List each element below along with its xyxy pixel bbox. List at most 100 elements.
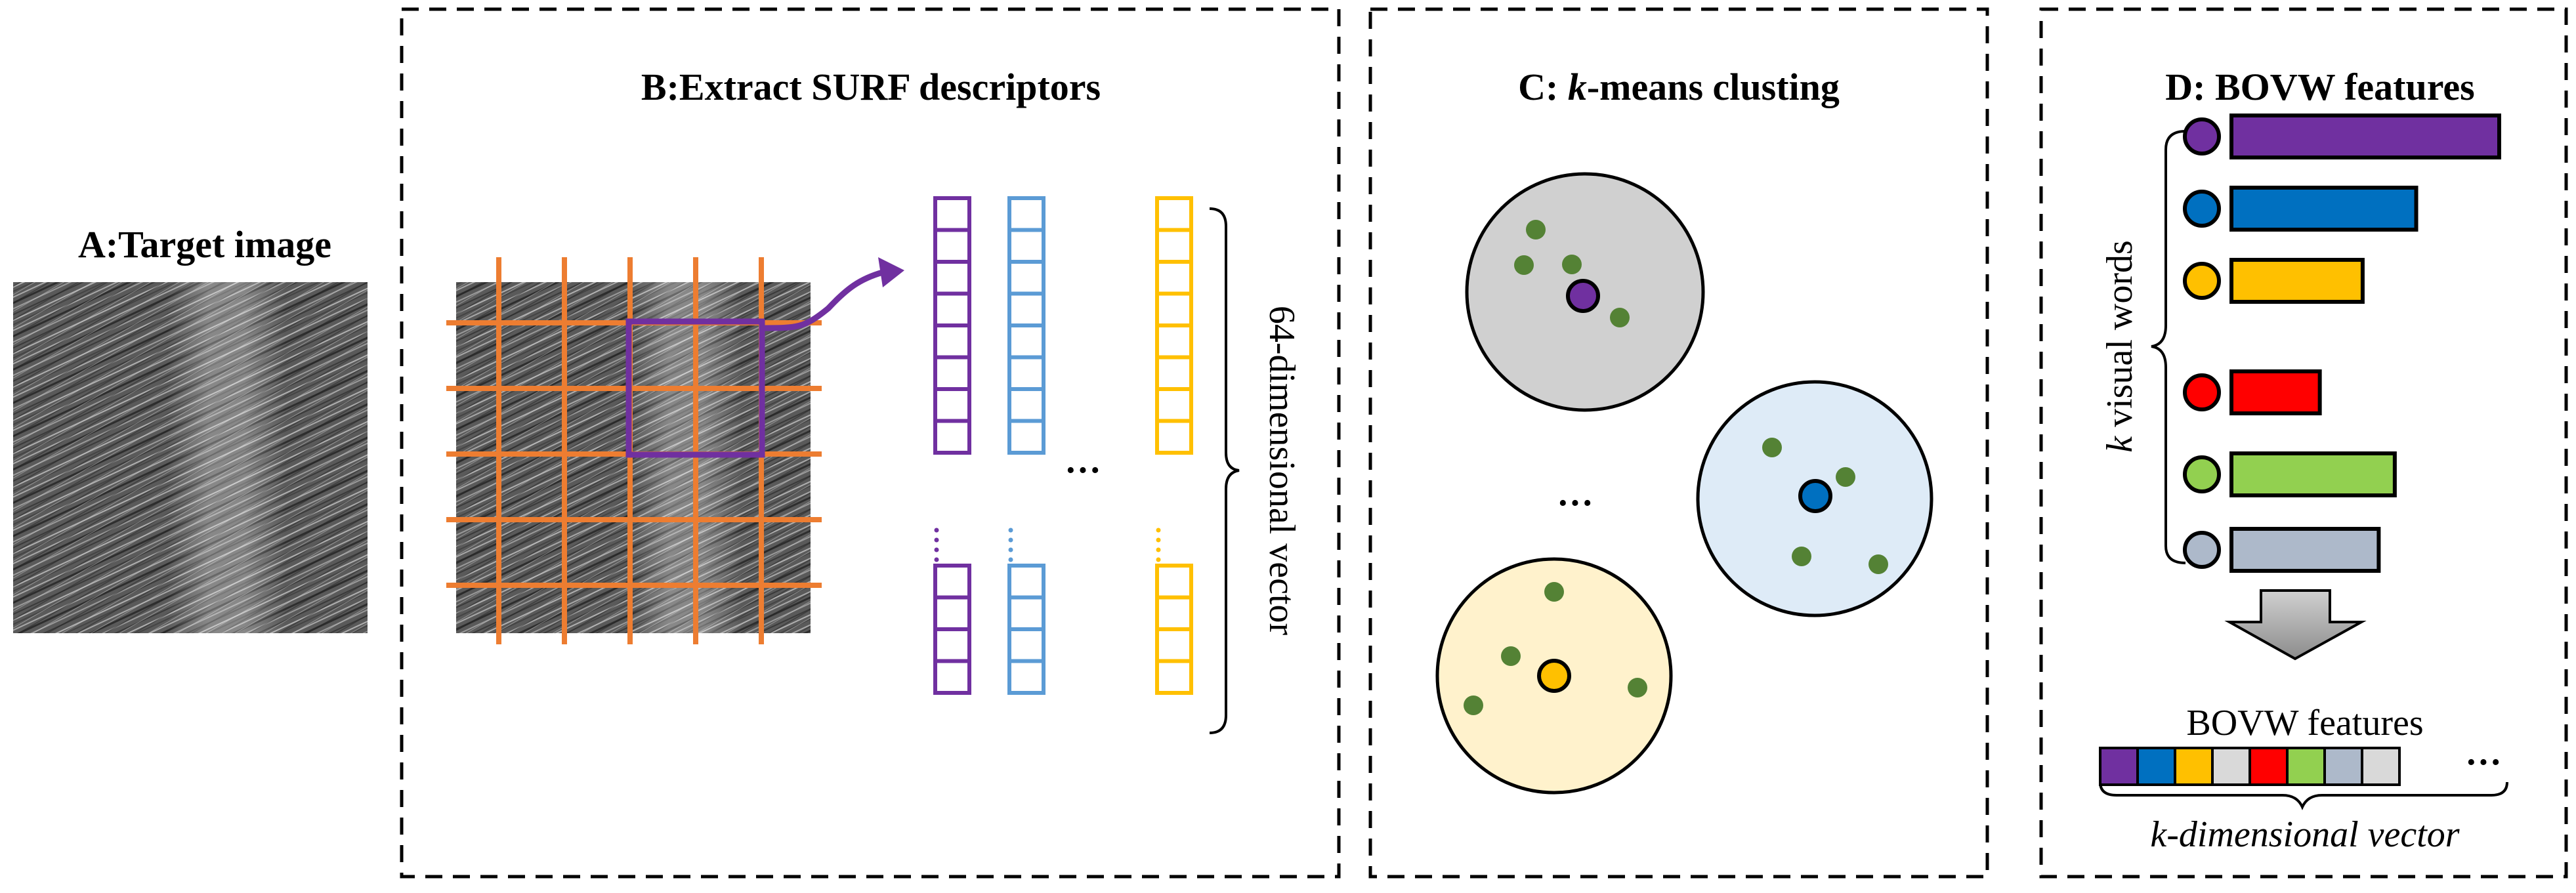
visual-word-bar bbox=[2229, 451, 2397, 497]
descriptor-cell bbox=[1155, 228, 1193, 264]
descriptor-cell bbox=[1007, 291, 1045, 327]
panel-c-frame bbox=[1368, 7, 1989, 879]
panel-d-frame bbox=[2039, 7, 2568, 879]
descriptor-cell bbox=[1155, 627, 1193, 663]
down-arrow bbox=[2224, 589, 2367, 661]
selected-patch bbox=[625, 318, 765, 458]
visual-words-brace bbox=[2151, 130, 2186, 564]
descriptor-cell bbox=[1155, 419, 1193, 455]
visual-word-purple bbox=[2183, 114, 2501, 159]
visual-word-marker bbox=[2183, 531, 2221, 569]
visual-word-blue bbox=[2183, 186, 2418, 232]
descriptor-cell bbox=[933, 564, 971, 600]
feature-cell-red bbox=[2249, 747, 2289, 786]
descriptor-dot bbox=[1156, 547, 1161, 552]
descriptor-dot bbox=[934, 528, 939, 533]
feature-vector bbox=[2099, 747, 2401, 786]
cluster-yellow bbox=[1435, 557, 1673, 795]
descriptor-columns bbox=[933, 196, 1193, 695]
feature-cell-light_grey bbox=[2361, 747, 2401, 786]
descriptor-column-light_blue bbox=[1007, 196, 1045, 695]
descriptor-column-purple bbox=[933, 196, 971, 695]
descriptor-dot bbox=[1008, 547, 1013, 552]
descriptor-dot bbox=[934, 557, 939, 562]
cluster-blue bbox=[1696, 380, 1933, 617]
descriptor-cell bbox=[1155, 659, 1193, 695]
descriptor-cell bbox=[1007, 564, 1045, 600]
descriptor-cell bbox=[1155, 260, 1193, 296]
descriptor-cell bbox=[933, 419, 971, 455]
panel-b-title: B:Extract SURF descriptors bbox=[641, 66, 1101, 108]
feature-cell-green bbox=[2286, 747, 2326, 786]
descriptor-dot bbox=[1008, 557, 1013, 562]
descriptor-dot bbox=[1156, 537, 1161, 543]
descriptor-cell bbox=[1007, 260, 1045, 296]
visual-word-red bbox=[2183, 369, 2322, 415]
feature-cell-blue bbox=[2136, 747, 2176, 786]
descriptor-dot bbox=[934, 537, 939, 543]
descriptor-cell bbox=[1007, 323, 1045, 360]
feature-cell-grey_blue bbox=[2323, 747, 2363, 786]
visual-word-marker bbox=[2183, 373, 2221, 411]
descriptor-cell bbox=[1155, 291, 1193, 327]
visual-word-marker bbox=[2183, 455, 2221, 493]
visual-word-marker bbox=[2183, 117, 2221, 156]
visual-word-bar bbox=[2229, 527, 2381, 573]
panel-c: C: k-means clusting ··· bbox=[1368, 7, 1989, 879]
vector-dimension-label: 64-dimensional vector bbox=[1261, 306, 1302, 636]
feature-cell-purple bbox=[2099, 747, 2139, 786]
panel-a: A:Target image bbox=[13, 223, 368, 633]
descriptor-cell bbox=[933, 387, 971, 423]
descriptor-cell bbox=[1007, 355, 1045, 391]
descriptor-dot bbox=[1156, 528, 1161, 533]
panel-d-title: D: BOVW features bbox=[2165, 66, 2474, 108]
descriptor-cell bbox=[1155, 196, 1193, 232]
descriptor-cell bbox=[1007, 627, 1045, 663]
visual-word-bar bbox=[2229, 186, 2418, 232]
panel-b: B:Extract SURF descriptors ··· 64-dimens… bbox=[400, 7, 1341, 879]
feature-vector-dimension-label: k-dimensional vector bbox=[2150, 814, 2459, 855]
descriptor-dot bbox=[1156, 557, 1161, 562]
descriptor-cell bbox=[1155, 564, 1193, 600]
visual-word-bar bbox=[2229, 114, 2501, 159]
descriptor-dot bbox=[1008, 537, 1013, 543]
vector-brace bbox=[1209, 207, 1240, 734]
visual-word-yellow bbox=[2183, 258, 2365, 304]
panel-a-title: A:Target image bbox=[78, 223, 331, 266]
feature-vector-brace bbox=[2099, 781, 2508, 810]
visual-word-grey_blue bbox=[2183, 527, 2381, 573]
panel-c-title: C: k-means clusting bbox=[1518, 66, 1840, 108]
descriptor-cell bbox=[1155, 595, 1193, 631]
descriptor-cell bbox=[933, 595, 971, 631]
panel-d: D: BOVW features k visual words BOVW fea… bbox=[2039, 7, 2568, 879]
descriptor-cell bbox=[933, 260, 971, 296]
descriptor-cell bbox=[1007, 196, 1045, 232]
feature-vector-ellipsis: ··· bbox=[2465, 742, 2502, 783]
descriptor-cell bbox=[1007, 419, 1045, 455]
panel-b-frame bbox=[400, 7, 1341, 879]
descriptor-cell bbox=[1007, 387, 1045, 423]
descriptor-cell bbox=[933, 659, 971, 695]
visual-word-marker bbox=[2183, 190, 2221, 228]
descriptor-dot bbox=[1008, 528, 1013, 533]
descriptor-cell bbox=[933, 291, 971, 327]
descriptor-cell bbox=[1007, 659, 1045, 695]
descriptor-cell bbox=[1007, 228, 1045, 264]
cluster-purple bbox=[1465, 172, 1705, 412]
descriptor-cell bbox=[1155, 355, 1193, 391]
visual-word-bar bbox=[2229, 258, 2365, 304]
descriptor-ellipsis: ··· bbox=[1065, 450, 1101, 491]
descriptor-cell bbox=[933, 196, 971, 232]
descriptor-column-yellow bbox=[1155, 196, 1193, 695]
feature-cell-yellow bbox=[2174, 747, 2214, 786]
descriptor-cell bbox=[933, 228, 971, 264]
visual-word-green bbox=[2183, 451, 2397, 497]
visual-word-bar bbox=[2229, 369, 2322, 415]
descriptor-cell bbox=[1155, 323, 1193, 360]
descriptor-dot bbox=[934, 547, 939, 552]
descriptor-cell bbox=[1007, 595, 1045, 631]
patch-arrow bbox=[761, 269, 884, 331]
descriptor-cell bbox=[933, 627, 971, 663]
patch-arrowhead bbox=[878, 257, 904, 287]
